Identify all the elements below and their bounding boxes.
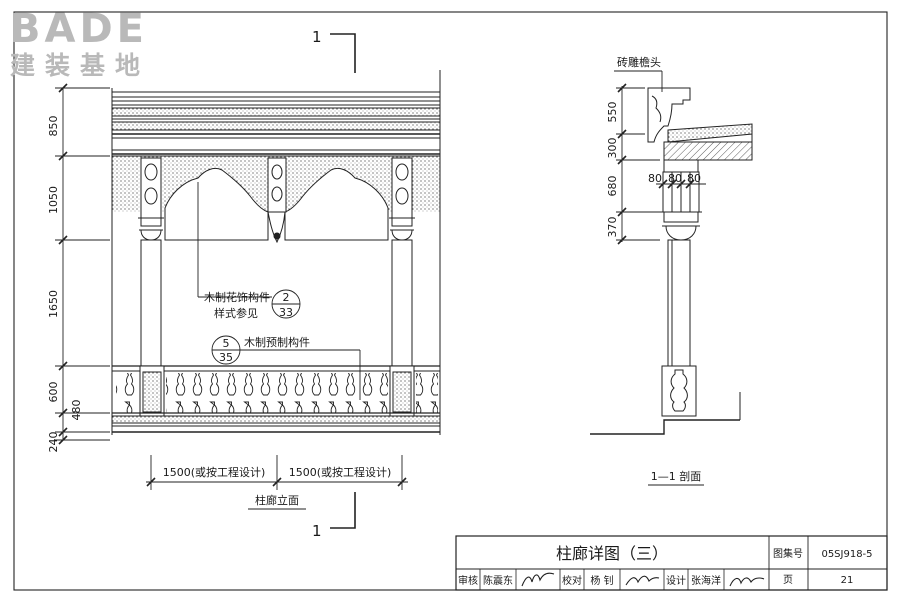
callout-1-text2: 样式参见: [214, 306, 258, 320]
section-dim-80-b: 80: [668, 172, 682, 185]
column-left-capital-base: [138, 217, 164, 241]
section-dim-680: 680: [606, 176, 619, 197]
callout-1-ref-top: 2: [283, 291, 290, 304]
cornice-ornament-row-2: [111, 121, 441, 131]
name-designer: 张海洋: [691, 574, 721, 587]
cornice-top-band: [111, 91, 441, 98]
logo-cjk: 建装基地: [10, 51, 150, 80]
roof-topping: [667, 123, 753, 143]
section-1-1: [590, 87, 753, 435]
cornice-ornament-row: [111, 107, 441, 117]
signature-designer: [729, 577, 765, 587]
sheet-frame: [13, 11, 888, 591]
balusters-right: [416, 373, 438, 413]
role-checker: 校对: [562, 574, 582, 587]
roof-slab: [663, 141, 753, 161]
dim-span-right: 1500(或按工程设计): [289, 465, 392, 479]
dim-span-left: 1500(或按工程设计): [163, 465, 266, 479]
section-mark-top-label: 1: [312, 28, 322, 46]
section-capital: [660, 211, 702, 241]
section-dim-80-c: 80: [687, 172, 701, 185]
drawing-title: 柱廊详图（三）: [556, 544, 668, 563]
colonnade-elevation: [111, 70, 441, 435]
section-ground-line: [590, 419, 740, 435]
page-label: 页: [783, 574, 793, 586]
arch-opening-right: [284, 167, 389, 241]
dim-1650: 1650: [47, 290, 60, 318]
callout-1-text: 木制花饰构件: [204, 290, 270, 304]
column-left-shaft: [140, 239, 162, 367]
section-top-label: 砖雕檐头: [617, 55, 661, 69]
elevation-caption: 柱廊立面: [255, 493, 299, 507]
elevation-vertical-dimensions: [55, 83, 110, 445]
section-dim-370: 370: [606, 217, 619, 238]
section-mark-bottom: [330, 492, 356, 529]
atlas-number: 05SJ918-5: [821, 549, 872, 560]
callout-1-ref-bottom: 33: [279, 306, 293, 319]
section-dim-300: 300: [606, 138, 619, 159]
arch-opening-left: [164, 167, 269, 241]
column-right-capital-base: [389, 217, 415, 241]
arch-pendant: [267, 211, 286, 244]
title-block: [455, 535, 888, 591]
balusters-left: [116, 373, 138, 413]
watermark-logo: BADE 建装基地: [10, 6, 150, 80]
atlas-label: 图集号: [773, 547, 803, 560]
signature-reviewer: [521, 572, 555, 587]
callout-prefab-member: 5 35 木制预制构件: [211, 335, 361, 400]
role-reviewer: 审核: [458, 574, 478, 587]
balusters-center: [166, 373, 388, 413]
name-reviewer: 陈震东: [483, 574, 513, 587]
section-dim-80-a: 80: [648, 172, 662, 185]
capital-center: [267, 157, 287, 213]
section-mark-bottom-label: 1: [312, 522, 322, 540]
dim-1050: 1050: [47, 186, 60, 214]
logo-latin: BADE: [10, 6, 148, 52]
dim-600: 600: [47, 382, 60, 403]
role-designer: 设计: [666, 574, 686, 587]
name-checker: 杨 钊: [590, 574, 613, 587]
section-label-leader: 砖雕檐头: [614, 55, 663, 92]
section-pedestal: [661, 365, 697, 417]
elevation-horizontal-dimensions: [146, 455, 408, 490]
beam: [663, 159, 699, 173]
section-column-shaft: [667, 239, 691, 367]
section-dim-550: 550: [606, 102, 619, 123]
plinth-band: [111, 415, 441, 424]
signature-checker: [625, 575, 660, 586]
callout-2-text: 木制预制构件: [244, 335, 310, 349]
section-caption: 1—1 剖面: [651, 469, 702, 483]
page-number: 21: [841, 575, 854, 586]
callout-carved-ornament: 木制花饰构件 样式参见 2 33: [197, 182, 301, 320]
brick-carved-eave: [647, 87, 691, 143]
dim-850: 850: [47, 116, 60, 137]
callout-2-ref-bottom: 35: [219, 351, 233, 364]
dim-240: 240: [47, 432, 60, 453]
section-horizontal-dimensions: [656, 179, 706, 189]
section-mark-top: [330, 33, 356, 73]
column-right-shaft: [391, 239, 413, 367]
callout-2-ref-top: 5: [223, 337, 230, 350]
dim-480: 480: [70, 400, 83, 421]
section-vertical-dimensions: [616, 83, 660, 245]
